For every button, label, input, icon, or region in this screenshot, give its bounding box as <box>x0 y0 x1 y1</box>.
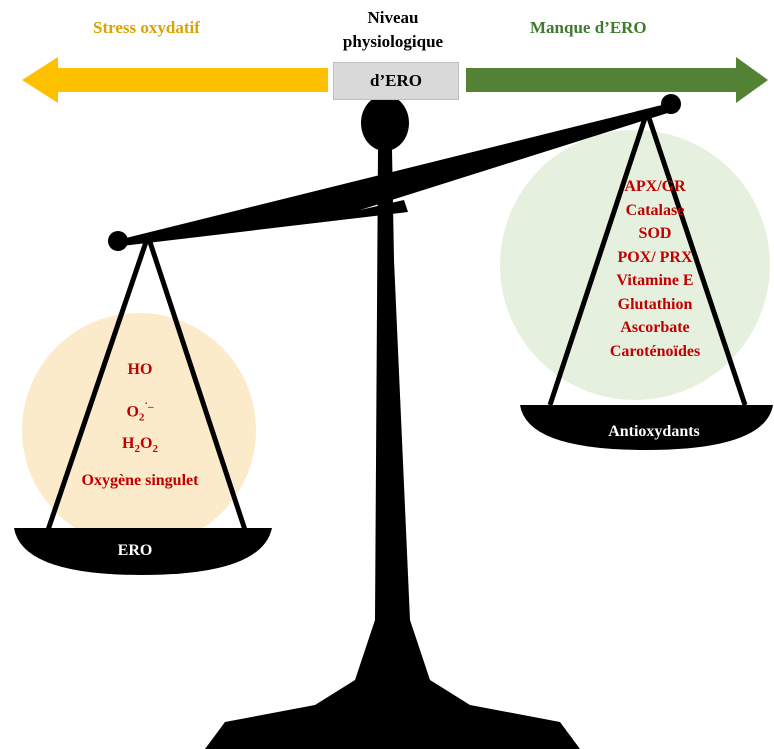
antioxidant-list: APX/GR Catalase SOD POX/ PRX Vitamine E … <box>560 175 750 363</box>
antioxidant-item: POX/ PRX <box>617 248 693 266</box>
left-arrow <box>22 57 328 103</box>
ros-item-superoxide: O2˙– <box>66 392 214 429</box>
ros-item-singlet-oxygen: Oxygène singulet <box>66 466 214 503</box>
scale-knob <box>361 95 409 151</box>
ros-item-peroxide-sub: 2 <box>134 443 141 456</box>
center-title: Niveau physiologique <box>310 6 476 54</box>
ros-item-peroxide-base: H <box>122 435 135 452</box>
stress-oxydatif-label: Stress oxydatif <box>93 18 200 37</box>
ros-item-peroxide-sub2: 2 <box>152 443 158 456</box>
antioxydants-pan-label: Antioxydants <box>608 423 700 440</box>
beam-left-end <box>108 231 128 251</box>
right-string-b <box>644 111 748 406</box>
antioxidant-item: Vitamine E <box>616 272 694 289</box>
ros-item-singlet-oxygen-text: Oxygène singulet <box>81 472 199 489</box>
antioxidant-item: Ascorbate <box>620 319 690 336</box>
right-circle <box>500 130 770 400</box>
right-pan <box>520 405 773 450</box>
right-arrow <box>466 57 768 103</box>
left-string-a <box>45 235 151 531</box>
antioxidant-item: SOD <box>638 225 672 242</box>
antioxidant-item: APX/GR <box>624 178 686 195</box>
ros-item-superoxide-sup: ˙– <box>144 401 154 413</box>
antioxidant-item: Catalase <box>625 201 685 219</box>
left-pan <box>14 528 272 575</box>
ros-list: HO O2˙– H2O2 Oxygène singulet <box>66 355 214 503</box>
left-circle <box>22 313 256 547</box>
center-title-line1: Niveau <box>367 8 419 27</box>
ero-pan-label: ERO <box>117 542 153 559</box>
beam-right-end <box>661 94 681 114</box>
ros-item-ho-text: HO <box>127 361 153 378</box>
scale-beam <box>118 103 674 246</box>
scale-post <box>205 150 580 749</box>
antioxidant-item: Caroténoïdes <box>609 342 701 360</box>
left-string-b <box>145 235 248 531</box>
ros-item-superoxide-base: O <box>126 403 139 421</box>
ros-item-peroxide: H2O2 <box>66 429 214 466</box>
ros-item-superoxide-sub: 2 <box>138 411 145 424</box>
right-string-a <box>547 111 650 406</box>
manque-ero-label: Manque d’ERO <box>530 18 647 37</box>
center-title-line2: physiologique <box>342 32 444 51</box>
antioxidant-item: Glutathion <box>617 295 693 313</box>
ros-item-ho: HO <box>66 355 214 392</box>
center-box: d’ERO <box>333 62 459 100</box>
ros-item-peroxide-base2: O <box>140 435 153 452</box>
